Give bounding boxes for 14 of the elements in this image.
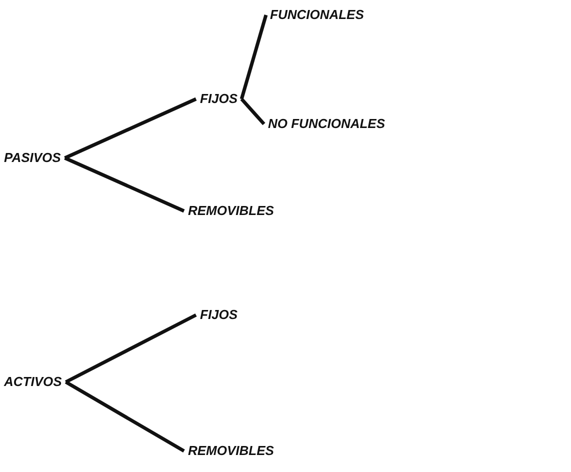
branch-line (65, 313, 197, 384)
tree-node-label: NO FUNCIONALES (266, 116, 387, 132)
branch-line (64, 156, 185, 213)
tree-node-label: FIJOS (198, 307, 240, 323)
tree-node-label: REMOVIBLES (186, 203, 276, 219)
tree-node-label: REMOVIBLES (186, 443, 276, 459)
tree-node-label: FUNCIONALES (268, 7, 366, 23)
branch-line (64, 97, 197, 160)
branch-line (64, 380, 185, 453)
tree-node-label: ACTIVOS (2, 374, 64, 390)
branch-line (240, 14, 268, 100)
tree-node-label: FIJOS (198, 91, 240, 107)
branch-line (240, 98, 266, 126)
tree-node-label: PASIVOS (2, 150, 63, 166)
